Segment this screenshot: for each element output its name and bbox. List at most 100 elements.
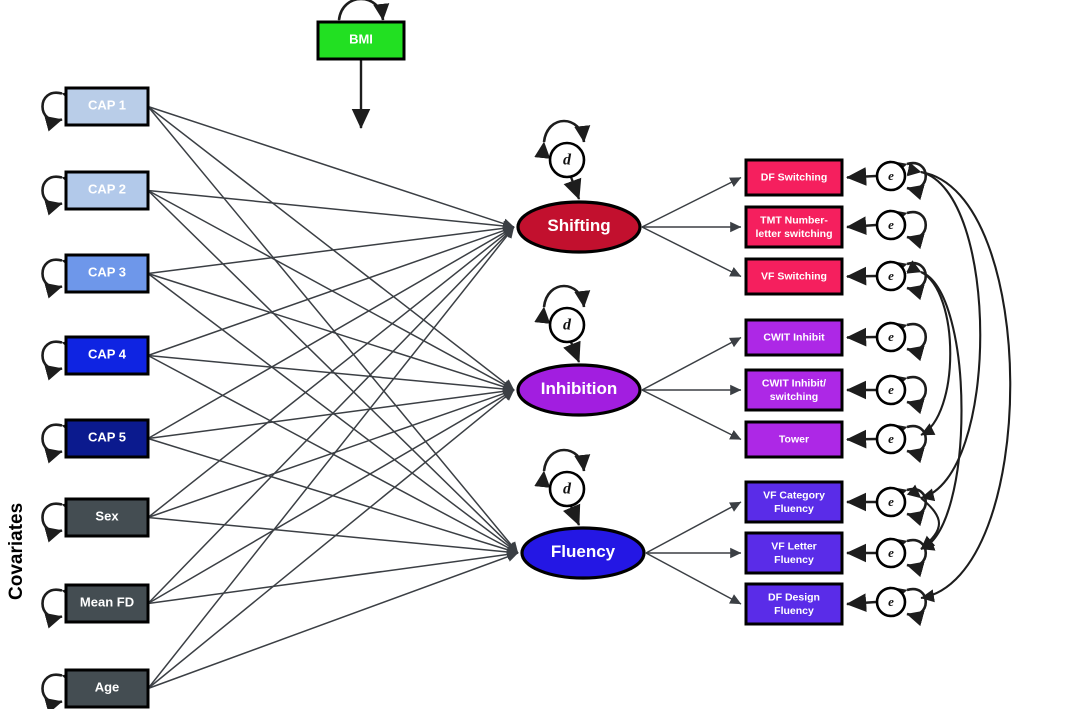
latent-factor-inhibition[interactable]: Inhibition <box>516 363 642 417</box>
circle-fill <box>875 209 907 241</box>
factor-indicator-arrows <box>641 167 877 613</box>
box-fill <box>744 318 844 357</box>
box-fill <box>64 335 150 376</box>
error-circle-e2[interactable]: e <box>875 209 907 241</box>
error-circle-e9[interactable]: e <box>875 586 907 618</box>
covariate-path-sex-to-fluency <box>147 516 519 558</box>
box-fill <box>744 257 844 296</box>
box-fill <box>64 497 150 538</box>
indicator-label-e1: DF Switching <box>761 171 828 183</box>
circle-fill <box>875 586 907 618</box>
error-label-e5: e <box>888 382 894 397</box>
disturbance-arrow-shifting <box>563 176 582 200</box>
predictor-box-cap3[interactable]: CAP 3 <box>64 253 150 294</box>
error-circle-e5[interactable]: e <box>875 374 907 406</box>
circle-fill <box>548 141 586 179</box>
circle-fill <box>875 423 907 455</box>
disturbance-circle-fluency[interactable]: d <box>548 470 586 508</box>
box-fill <box>64 170 150 211</box>
disturbance-circle-shifting[interactable]: d <box>548 141 586 179</box>
error-term-group: e e e e e e e e e <box>875 160 907 618</box>
error-circle-e6[interactable]: e <box>875 423 907 455</box>
predictor-box-sex[interactable]: Sex <box>64 497 150 538</box>
covariate-path-cap4-to-fluency <box>147 354 519 554</box>
predictor-box-meanfd[interactable]: Mean FD <box>64 583 150 624</box>
error-arrow-e6 <box>846 429 877 449</box>
disturbance-label-inhibition: d <box>563 317 572 334</box>
box-fill <box>64 583 150 624</box>
error-correlation-e7-e8 <box>906 484 940 550</box>
error-label-e4: e <box>888 329 894 344</box>
variance-loop-sex <box>41 500 80 543</box>
latent-factor-fluency[interactable]: Fluency <box>520 526 646 580</box>
variance-loop-cap4 <box>41 338 80 381</box>
indicator-box-e6[interactable]: Tower <box>744 420 844 459</box>
disturbance-circle-inhibition[interactable]: d <box>548 306 586 344</box>
predictor-label-cap3: CAP 3 <box>88 265 126 280</box>
variance-loop-cap3 <box>41 256 80 299</box>
disturbance-arrow-fluency <box>562 503 581 526</box>
circle-fill <box>875 486 907 518</box>
predictor-box-cap4[interactable]: CAP 4 <box>64 335 150 376</box>
error-circle-e1[interactable]: e <box>875 160 907 192</box>
box-fill <box>64 86 150 127</box>
box-fill <box>64 418 150 459</box>
predictor-box-age[interactable]: Age <box>64 668 150 709</box>
error-circle-e8[interactable]: e <box>875 537 907 569</box>
error-label-e2: e <box>888 217 894 232</box>
circle-fill <box>875 537 907 569</box>
variance-loop-meanfd <box>41 586 80 629</box>
disturbance-loop-inhibition <box>534 284 591 324</box>
covariate-path-cap2-to-shifting <box>147 189 515 232</box>
box-fill <box>64 253 150 294</box>
error-circle-e3[interactable]: e <box>875 260 907 292</box>
factor-label-inhibition: Inhibition <box>541 379 617 398</box>
error-arrow-e4 <box>846 327 877 347</box>
covariate-path-cap4-to-inhibition <box>147 354 515 395</box>
variance-loop-cap5 <box>41 421 80 464</box>
error-correlation-e3-e8 <box>906 261 963 551</box>
box-fill <box>744 480 844 524</box>
error-circle-e7[interactable]: e <box>875 486 907 518</box>
covariate-path-age-to-shifting <box>147 226 515 689</box>
latent-factor-shifting[interactable]: Shifting <box>516 200 642 254</box>
predictor-label-cap2: CAP 2 <box>88 182 126 197</box>
circle-fill <box>548 306 586 344</box>
indicator-box-e5[interactable]: CWIT Inhibit/switching <box>744 368 844 412</box>
box-fill <box>744 158 844 197</box>
variance-self-loops <box>41 0 928 709</box>
predictor-label-cap4: CAP 4 <box>88 347 127 362</box>
disturbance-loop-fluency <box>534 448 591 488</box>
predictor-box-cap2[interactable]: CAP 2 <box>64 170 150 211</box>
covariate-path-age-to-fluency <box>147 551 519 690</box>
indicator-box-e4[interactable]: CWIT Inhibit <box>744 318 844 357</box>
error-circle-e4[interactable]: e <box>875 321 907 353</box>
indicator-box-e1[interactable]: DF Switching <box>744 158 844 197</box>
error-label-e7: e <box>888 494 894 509</box>
bmi-variance-loop <box>329 0 390 37</box>
indicator-box-e2[interactable]: TMT Number-letter switching <box>744 205 844 249</box>
circle-fill <box>875 160 907 192</box>
bmi-box[interactable]: BMI <box>316 20 406 61</box>
covariate-path-cap2-to-inhibition <box>147 189 515 391</box>
indicator-box-e3[interactable]: VF Switching <box>744 257 844 296</box>
predictor-box-cap1[interactable]: CAP 1 <box>64 86 150 127</box>
predictor-box-cap5[interactable]: CAP 5 <box>64 418 150 459</box>
error-label-e8: e <box>888 545 894 560</box>
circle-fill <box>875 321 907 353</box>
covariate-path-meanfd-to-inhibition <box>147 389 515 605</box>
covariate-path-cap5-to-shifting <box>147 226 515 440</box>
indicator-label-e5: CWIT Inhibit/switching <box>762 377 826 403</box>
covariate-path-cap4-to-shifting <box>147 225 515 357</box>
error-correlation-arcs <box>906 162 1012 603</box>
indicator-label-e4: CWIT Inhibit <box>763 331 825 343</box>
indicator-label-e6: Tower <box>779 433 809 445</box>
circle-fill <box>875 374 907 406</box>
